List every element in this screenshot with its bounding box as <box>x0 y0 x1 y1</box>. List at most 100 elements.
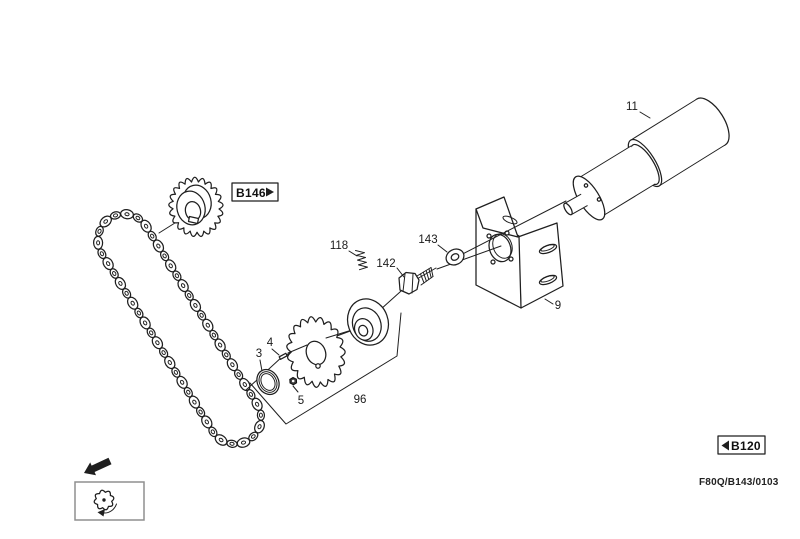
part-number-4: 4 <box>267 337 274 349</box>
chain-roller <box>258 412 263 418</box>
sprocket-keyway <box>187 215 200 225</box>
gear-motor <box>563 97 730 221</box>
left-arrow-icon <box>721 440 729 451</box>
chain-roller <box>192 399 197 405</box>
bracket-side-plate <box>517 222 564 309</box>
chain-roller <box>180 283 186 289</box>
chain-roller <box>193 302 198 308</box>
chain-roller <box>242 382 247 387</box>
roller-chain <box>92 209 266 448</box>
bolt-head-facet <box>402 273 406 292</box>
chain-link <box>114 276 127 290</box>
hub-flange <box>346 298 390 346</box>
chain-link <box>92 235 104 250</box>
part-number-labels: 118 142 143 3 4 5 96 9 11 <box>256 101 651 407</box>
chain-link-plate <box>256 409 266 421</box>
gearbox-edge <box>600 183 656 218</box>
chain-roller <box>162 253 167 259</box>
leader-line-142 <box>396 267 405 278</box>
washer <box>445 248 465 266</box>
axis-line-on-face <box>325 329 353 339</box>
leader-line-118 <box>348 250 358 257</box>
chain-link-plate <box>226 439 238 448</box>
web-slot <box>502 215 518 225</box>
chain-roller <box>199 312 204 318</box>
chain-roller <box>161 350 166 356</box>
alignment-line-bolt <box>436 245 502 270</box>
pin <box>278 352 288 360</box>
part-number-3: 3 <box>256 348 262 360</box>
shaft-edge <box>564 193 582 204</box>
ref-tag-b146[interactable]: B146 <box>231 182 279 202</box>
leader-line-4 <box>271 348 280 356</box>
chain-roller <box>142 320 148 326</box>
chain-roller <box>150 233 155 239</box>
chain-link <box>109 211 122 220</box>
chain-link <box>226 439 238 448</box>
spring <box>355 250 368 271</box>
part-number-5: 5 <box>298 395 304 407</box>
nut-bore <box>291 379 295 383</box>
chain-roller <box>103 219 109 224</box>
bolt-thread <box>428 268 432 279</box>
chain-roller <box>174 273 180 279</box>
chain-link <box>226 358 239 372</box>
hub-bore <box>358 324 369 337</box>
ref-tag-b120[interactable]: B120 <box>717 435 766 455</box>
ref-tag-label: B146 <box>236 186 266 200</box>
chain-roller <box>97 228 102 234</box>
motor-body-edge <box>630 98 698 141</box>
chain-roller <box>230 362 235 368</box>
chain-roller <box>254 401 260 407</box>
chain-roller <box>250 434 256 439</box>
bracket-top-web <box>475 196 519 238</box>
chain-roller <box>143 223 149 229</box>
chain-roller <box>112 213 119 218</box>
chain-link <box>189 298 202 312</box>
part-number-118: 118 <box>330 240 348 252</box>
bolt-head-facet <box>411 273 414 294</box>
part-number-9: 9 <box>555 300 561 312</box>
chain-link <box>248 431 259 442</box>
chain-roller <box>224 352 229 358</box>
ring-bore <box>260 373 276 391</box>
leader-line-9 <box>544 298 554 305</box>
bolt-thread <box>420 273 425 284</box>
chain-roller <box>248 391 254 397</box>
part-number-142: 142 <box>376 258 395 270</box>
chain-roller <box>136 310 142 316</box>
slot-hole <box>540 275 555 283</box>
screw-hole <box>490 259 496 265</box>
ring-seal <box>256 368 280 396</box>
chain-roller <box>124 212 130 217</box>
leader-line-5 <box>292 385 299 393</box>
chain-roller <box>173 369 179 375</box>
chain-roller <box>211 332 217 338</box>
sprocket-96 <box>286 316 353 388</box>
sprocket-b146 <box>158 176 224 238</box>
shaft-edge <box>570 205 588 216</box>
part-number-11: 11 <box>626 101 638 113</box>
rotation-direction-legend <box>74 457 145 521</box>
ref-tag-label: B120 <box>731 439 761 453</box>
part-number-96: 96 <box>354 394 367 406</box>
chain-roller <box>135 215 141 221</box>
alignment-line-shaft <box>446 200 567 263</box>
chain-link <box>221 349 231 361</box>
chain-roller <box>236 372 241 378</box>
chain-roller <box>210 429 216 435</box>
leader-line-96 <box>249 312 402 425</box>
ref-tag-box[interactable] <box>717 435 766 455</box>
chain-roller <box>240 440 247 445</box>
chain-link-plate <box>132 213 144 223</box>
hex-bolt <box>398 267 434 295</box>
flange-screw-hole <box>596 197 602 202</box>
leader-line-3 <box>259 359 263 372</box>
screw-hole <box>486 233 492 239</box>
ref-tag-box[interactable] <box>231 182 279 202</box>
leader-line-11 <box>639 111 651 119</box>
chain-roller <box>130 300 135 306</box>
chain-roller <box>198 409 203 415</box>
screw-hole <box>508 256 514 262</box>
